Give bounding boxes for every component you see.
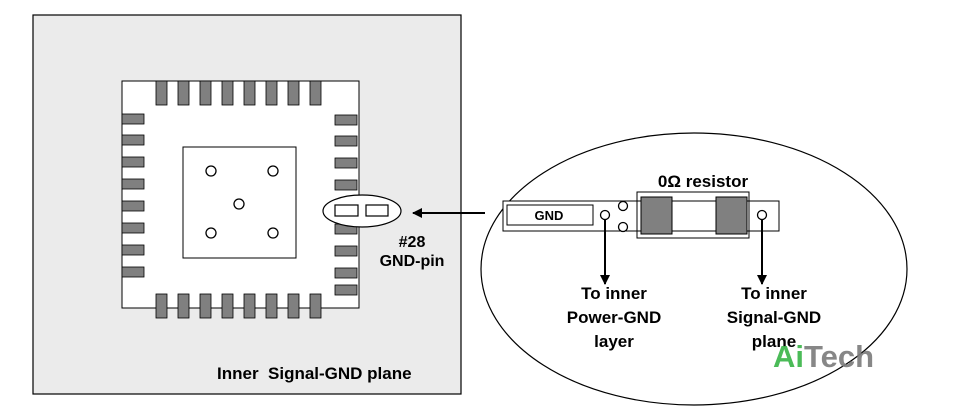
via (233, 198, 245, 210)
signal-gnd-label-line3: plane (752, 332, 796, 351)
signal-gnd-via (756, 209, 768, 221)
signal-gnd-label-line2: Signal-GND (727, 308, 821, 327)
left-pads (121, 113, 145, 278)
ic-pad (287, 80, 300, 106)
power-gnd-label-line3: layer (594, 332, 634, 351)
resistor-pad-right (715, 196, 748, 235)
via (267, 165, 279, 177)
ic-pad (121, 222, 145, 234)
ic-pad (334, 135, 358, 147)
ic-pad (221, 80, 234, 106)
ic-pad (155, 293, 168, 319)
power-gnd-label-line2: Power-GND (567, 308, 661, 327)
small-via (617, 200, 629, 212)
ic-pad (177, 80, 190, 106)
ic-pad (334, 267, 358, 279)
small-via (617, 221, 629, 233)
bottom-pads (155, 293, 322, 319)
resistor-outline (636, 191, 750, 239)
ic-pad (121, 244, 145, 256)
gnd-pin-label: GND-pin (380, 253, 445, 270)
via (267, 227, 279, 239)
resistor-pad-left (640, 196, 673, 235)
ic-pad (334, 179, 358, 191)
ic-pad (309, 293, 322, 319)
via (205, 227, 217, 239)
ic-pad (199, 293, 212, 319)
ic-pad (287, 293, 300, 319)
via (205, 165, 217, 177)
gnd-trace-label: GND (535, 208, 564, 223)
signal-gnd-label-line1: To inner (741, 284, 807, 303)
ic-pad (243, 80, 256, 106)
power-gnd-label-line1: To inner (581, 284, 647, 303)
ic-pad (334, 245, 358, 257)
ic-pad (265, 293, 278, 319)
right-pads (334, 114, 358, 296)
ic-pad (334, 284, 358, 296)
pin28-trace-pad (365, 204, 389, 217)
ic-pad (265, 80, 278, 106)
ic-pad (155, 80, 168, 106)
resistor-label: 0Ω resistor (658, 172, 749, 191)
ic-pad (221, 293, 234, 319)
ic-pad (334, 114, 358, 126)
watermark-logo: AiTech (773, 339, 874, 374)
pin28-pad (334, 204, 359, 217)
ic-pad (121, 134, 145, 146)
plane-label: Inner Signal-GND plane (217, 364, 412, 383)
top-pads (155, 80, 322, 106)
ic-pad (121, 113, 145, 125)
ic-pad (121, 178, 145, 190)
ic-pad (121, 200, 145, 212)
ic-pad (177, 293, 190, 319)
ic-pad (199, 80, 212, 106)
gnd-trace (506, 204, 594, 226)
ic-pad (309, 80, 322, 106)
pin-number-label: #28 (399, 234, 426, 251)
power-gnd-via (599, 209, 611, 221)
ic-pad (334, 157, 358, 169)
ic-pad (121, 266, 145, 278)
ic-pad (243, 293, 256, 319)
ic-pad (121, 156, 145, 168)
pin28-highlight-ellipse (322, 194, 402, 228)
